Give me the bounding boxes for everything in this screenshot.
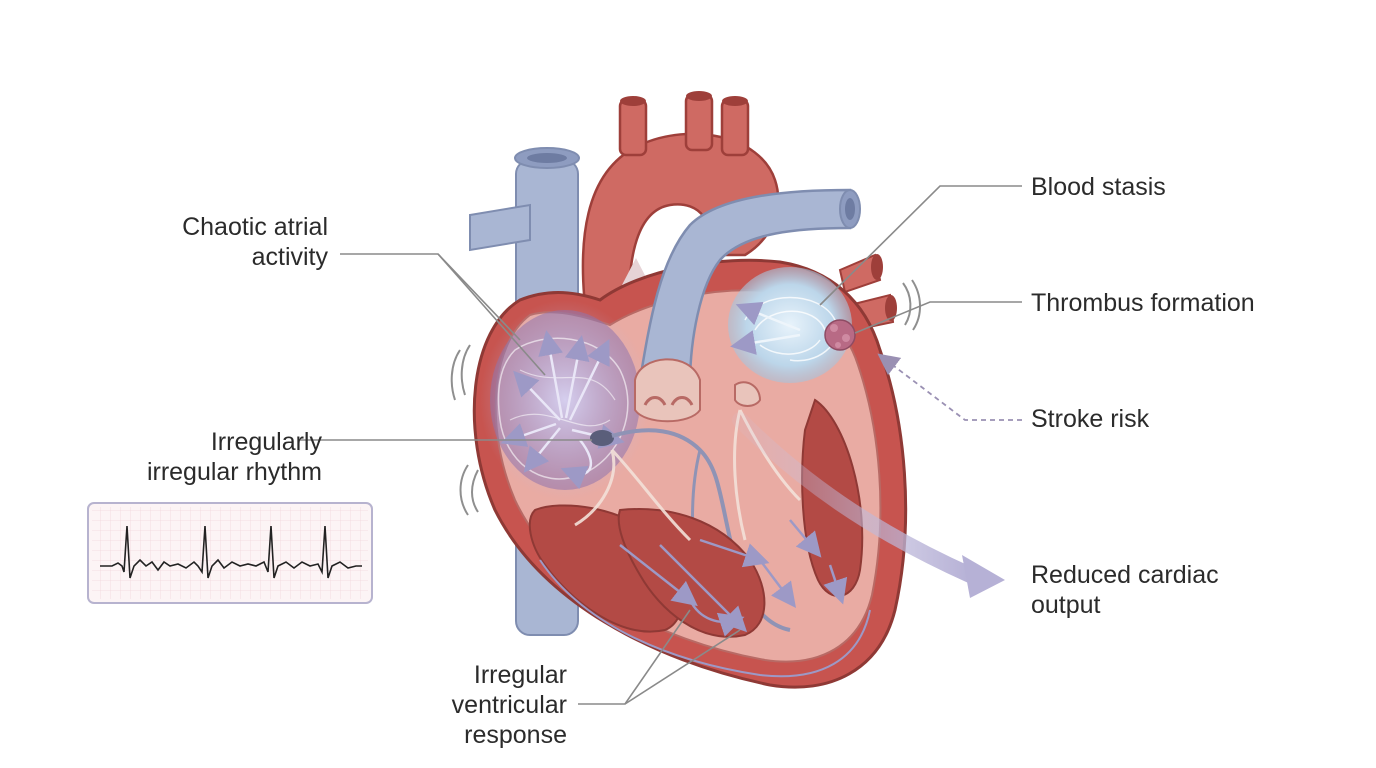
thrombus-icon — [825, 320, 855, 350]
label-irregular-ventricular-response: Irregular ventricular response — [420, 660, 567, 750]
label-thrombus-formation: Thrombus formation — [1031, 288, 1255, 318]
label-chaotic-atrial-activity: Chaotic atrial activity — [150, 212, 328, 272]
label-line: response — [420, 720, 567, 750]
label-line: Irregularly — [120, 427, 322, 457]
label-stroke-risk: Stroke risk — [1031, 404, 1149, 434]
heart-cross-section-icon — [452, 91, 920, 687]
label-irregularly-irregular-rhythm: Irregularly irregular rhythm — [120, 427, 322, 487]
label-line: Chaotic atrial — [150, 212, 328, 242]
label-line: activity — [150, 242, 328, 272]
label-line: Irregular — [420, 660, 567, 690]
label-line: Reduced cardiac — [1031, 560, 1219, 590]
label-reduced-cardiac-output: Reduced cardiac output — [1031, 560, 1219, 620]
ecg-strip-icon — [88, 503, 372, 603]
label-line: ventricular — [420, 690, 567, 720]
label-line: irregular rhythm — [120, 457, 322, 487]
stroke-risk-pointer — [886, 360, 1022, 420]
label-blood-stasis: Blood stasis — [1031, 172, 1166, 202]
label-line: output — [1031, 590, 1219, 620]
